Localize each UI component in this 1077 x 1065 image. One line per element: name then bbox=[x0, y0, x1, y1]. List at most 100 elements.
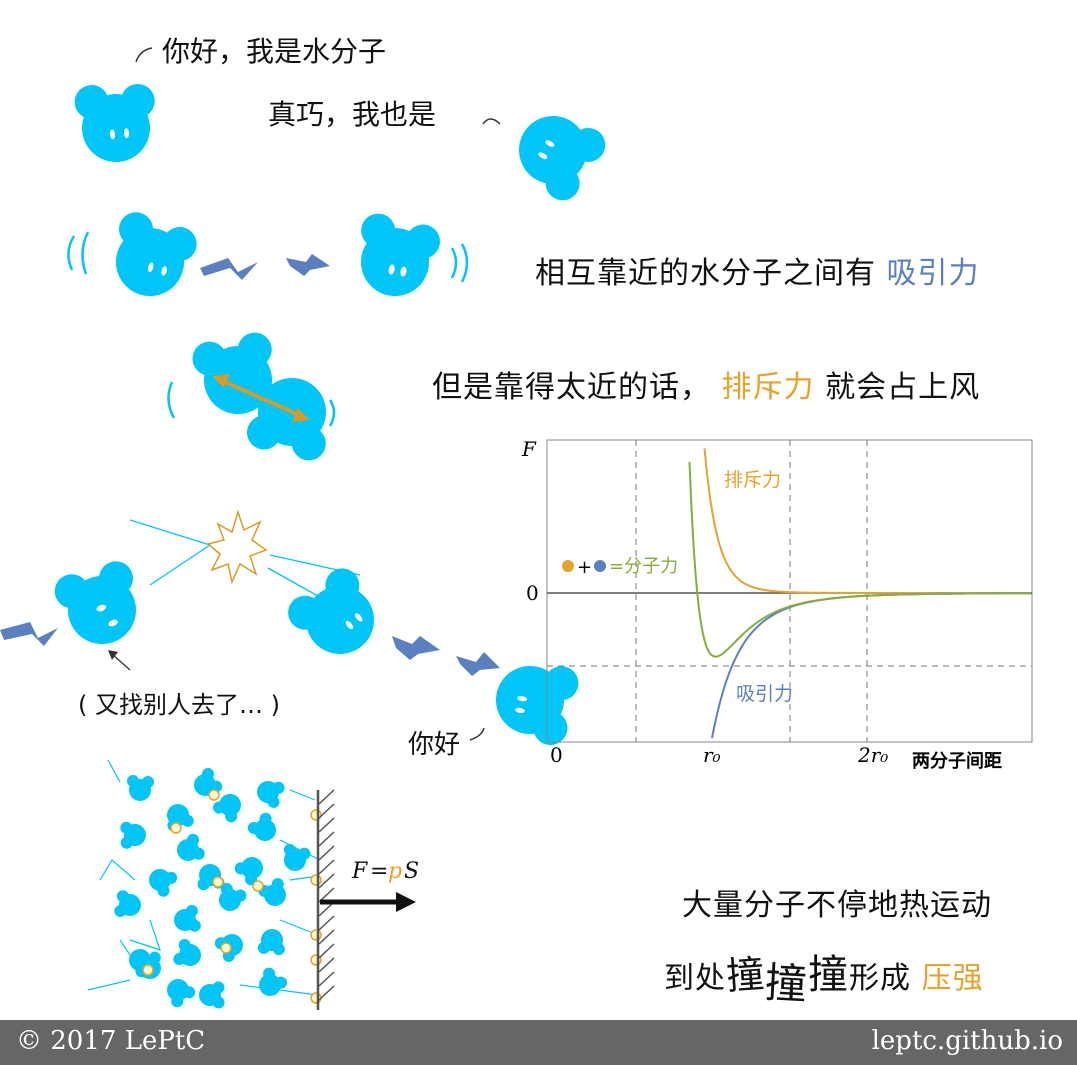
caption-pressure-mid: 形成 bbox=[849, 961, 912, 996]
collision-bolts bbox=[0, 622, 500, 676]
molecule-newcomer bbox=[489, 655, 582, 749]
caption-repulsion-prefix: 但是靠得太近的话， bbox=[432, 370, 711, 405]
gas-molecule bbox=[256, 874, 293, 912]
x-tick-2r0: 2r₀ bbox=[857, 743, 888, 767]
gas-molecule bbox=[160, 973, 198, 1011]
molecule-attract-left bbox=[103, 208, 202, 306]
hatch-line bbox=[318, 957, 335, 973]
footer-bar: © 2017 LePtC leptc.github.io bbox=[0, 1020, 1077, 1065]
hatch-line bbox=[318, 845, 335, 861]
caption-attraction: 相互靠近的水分子之间有 吸引力 bbox=[535, 248, 980, 292]
gas-molecule bbox=[198, 980, 226, 1010]
molecule-leaving bbox=[49, 553, 153, 656]
caption-hit-2: 撞 bbox=[763, 957, 810, 1010]
dialog-hello: 你好 bbox=[408, 730, 461, 760]
curve-net-force bbox=[688, 461, 1032, 658]
force-chart: F 0 0 r₀ 2r₀ 两分子间距 排斥力 吸引力 + =分子力 bbox=[521, 437, 1033, 772]
legend-net-label: =分子力 bbox=[609, 556, 678, 577]
y-axis-label: F bbox=[521, 437, 537, 461]
illustration-canvas: F = p S F 0 0 r₀ 2r₀ 两分子间距 排斥力 吸引力 + =分子… bbox=[0, 47, 1033, 1011]
gas-molecule bbox=[172, 831, 208, 868]
speech-tick-3 bbox=[469, 727, 485, 741]
hatch-line bbox=[318, 817, 335, 833]
gas-molecule bbox=[118, 820, 148, 850]
gas-molecule bbox=[188, 765, 226, 803]
legend-plus: + bbox=[577, 557, 592, 578]
pointer-arrow bbox=[111, 653, 131, 671]
gas-molecules bbox=[113, 765, 312, 1011]
caption-pressure-prefix: 到处 bbox=[664, 961, 726, 996]
collision-flash bbox=[206, 509, 268, 585]
gas-flash bbox=[170, 822, 182, 834]
gas-flash bbox=[252, 880, 264, 892]
repulsion-arrowhead-left bbox=[212, 374, 230, 388]
gas-flash bbox=[310, 929, 322, 941]
vibration-marks-attract bbox=[67, 231, 469, 283]
x-tick-zero: 0 bbox=[550, 743, 563, 767]
formula-eq: = bbox=[370, 859, 388, 884]
caption-repulsion-highlight: 排斥力 bbox=[721, 370, 815, 405]
footer-url[interactable]: leptc.github.io bbox=[871, 1026, 1063, 1056]
hatch-line bbox=[318, 929, 335, 945]
hatch-line bbox=[318, 985, 335, 1001]
footer-copyright: © 2017 LePtC bbox=[16, 1026, 206, 1056]
gas-flash bbox=[310, 954, 322, 966]
hatch-line bbox=[318, 873, 335, 889]
attraction-bolts bbox=[200, 254, 330, 280]
gas-molecule bbox=[253, 965, 290, 1002]
dialog-leave: ( 又找别人去了… ) bbox=[78, 691, 280, 719]
gas-molecule bbox=[127, 775, 154, 801]
caption-hit-1: 撞 bbox=[724, 951, 767, 999]
vibration-marks-repel bbox=[167, 381, 336, 427]
dialog-line-2: 真巧，我也是 bbox=[268, 98, 437, 131]
speech-tick-1 bbox=[135, 47, 153, 63]
speech-tick-2 bbox=[482, 118, 501, 125]
formula-S: S bbox=[404, 859, 419, 884]
hatch-line bbox=[318, 831, 335, 847]
label-attraction: 吸引力 bbox=[736, 683, 793, 705]
caption-repulsion: 但是靠得太近的话， 排斥力 就会占上风 bbox=[432, 362, 980, 406]
gas-flash bbox=[310, 874, 322, 886]
wall-hatching bbox=[318, 789, 335, 1001]
gas-molecule bbox=[143, 863, 180, 900]
gas-molecule bbox=[257, 928, 286, 956]
hatch-line bbox=[318, 943, 335, 959]
hatch-line bbox=[318, 971, 335, 987]
molecule-attract-right bbox=[350, 210, 444, 303]
x-tick-r0: r₀ bbox=[703, 743, 721, 767]
pointer-arrowhead bbox=[108, 650, 118, 660]
chart-grid bbox=[547, 440, 1032, 742]
caption-attraction-prefix: 相互靠近的水分子之间有 bbox=[535, 256, 876, 291]
molecule-replier bbox=[503, 99, 612, 209]
caption-attraction-highlight: 吸引力 bbox=[886, 256, 980, 291]
legend-dot-repulsion bbox=[562, 560, 574, 572]
formula-F: F bbox=[351, 859, 368, 884]
gas-molecule bbox=[245, 809, 283, 847]
gas-flash bbox=[212, 876, 224, 888]
y-tick-zero: 0 bbox=[526, 581, 539, 605]
label-repulsion: 排斥力 bbox=[724, 469, 781, 491]
gas-molecule bbox=[171, 903, 204, 937]
gas-molecule bbox=[113, 889, 143, 920]
repulsion-arrow bbox=[215, 376, 307, 420]
gas-molecule bbox=[231, 850, 270, 888]
caption-repulsion-suffix: 就会占上风 bbox=[825, 370, 981, 405]
hatch-line bbox=[318, 859, 335, 875]
hatch-line bbox=[318, 803, 335, 819]
motion-trails bbox=[129, 519, 361, 601]
hatch-line bbox=[318, 789, 335, 805]
gas-flash bbox=[220, 942, 232, 954]
caption-pressure-highlight: 压强 bbox=[921, 961, 984, 996]
repulsion-arrowhead-right bbox=[292, 408, 310, 422]
gas-flash bbox=[208, 789, 220, 801]
molecule-greeter bbox=[73, 79, 160, 166]
formula-p: p bbox=[388, 859, 402, 884]
gas-flash bbox=[310, 992, 322, 1004]
legend-dot-attraction bbox=[594, 560, 606, 572]
caption-hit-3: 撞 bbox=[808, 952, 850, 998]
gas-molecule bbox=[171, 937, 205, 971]
hatch-line bbox=[318, 915, 335, 931]
molecule-middle bbox=[281, 559, 394, 672]
gas-flash bbox=[142, 964, 154, 976]
caption-pressure-line2: 到处撞撞撞形成 压强 bbox=[664, 940, 984, 1009]
